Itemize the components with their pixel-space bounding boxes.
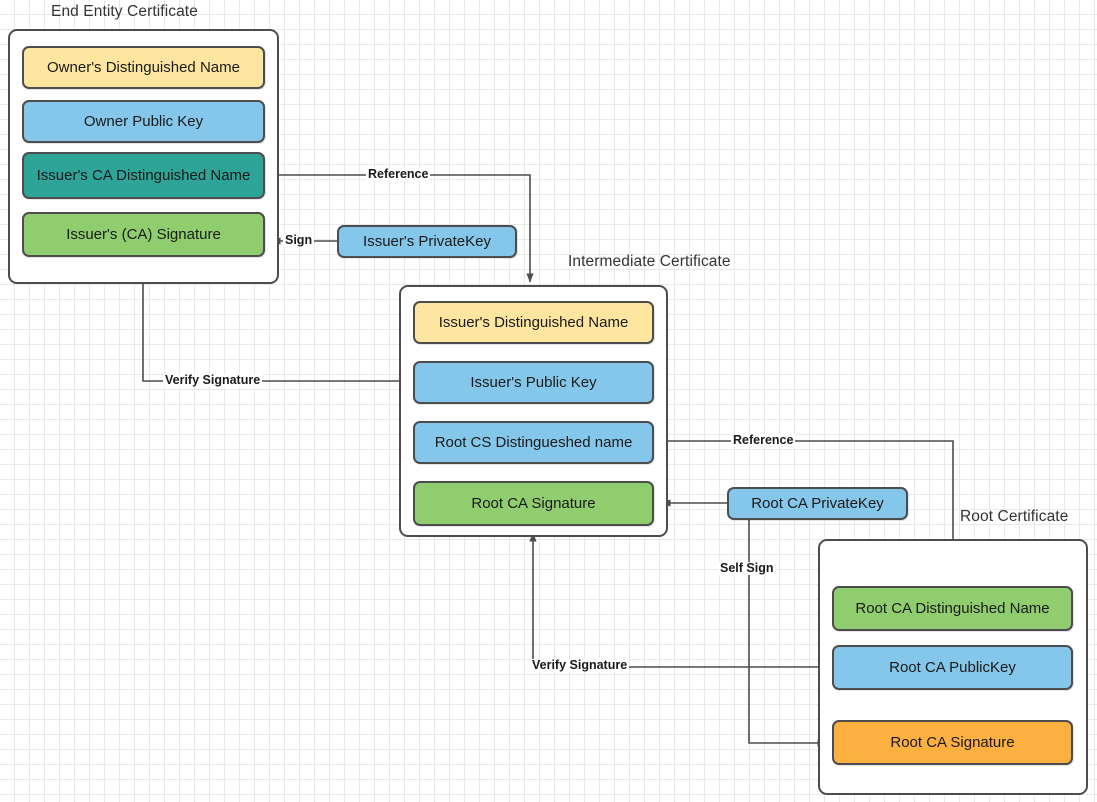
field-root-ca-signature-intermediate-label: Root CA Signature bbox=[471, 494, 596, 512]
field-root-ca-dn[interactable]: Root CA Distinguished Name bbox=[832, 586, 1073, 631]
cert-title-end-entity: End Entity Certificate bbox=[51, 3, 198, 20]
key-issuer-private-key[interactable]: Issuer's PrivateKey bbox=[337, 225, 517, 258]
key-issuer-private-key-label: Issuer's PrivateKey bbox=[363, 232, 491, 250]
field-owner-dn-label: Owner's Distinguished Name bbox=[47, 58, 240, 76]
field-owner-public-key[interactable]: Owner Public Key bbox=[22, 100, 265, 143]
edge-label-self-sign: Self Sign bbox=[718, 561, 776, 575]
field-root-ca-signature-label: Root CA Signature bbox=[890, 733, 1015, 751]
field-root-ca-signature[interactable]: Root CA Signature bbox=[832, 720, 1073, 765]
field-issuer-ca-signature-label: Issuer's (CA) Signature bbox=[66, 225, 221, 243]
field-issuer-dn[interactable]: Issuer's Distinguished Name bbox=[413, 301, 654, 344]
connector-self-sign-root bbox=[748, 520, 827, 747]
field-issuer-ca-dn[interactable]: Issuer's CA Distinguished Name bbox=[22, 152, 265, 199]
connector-verify-signature-intermediate bbox=[529, 532, 832, 668]
field-issuer-ca-dn-label: Issuer's CA Distinguished Name bbox=[36, 166, 251, 184]
edge-label-verify-signature-intermediate: Verify Signature bbox=[530, 658, 630, 672]
edge-label-verify-signature-end-entity: Verify Signature bbox=[163, 373, 263, 387]
field-issuer-public-key[interactable]: Issuer's Public Key bbox=[413, 361, 654, 404]
key-root-ca-private-key-label: Root CA PrivateKey bbox=[751, 494, 884, 512]
field-root-ca-dn-label: Root CA Distinguished Name bbox=[855, 599, 1050, 617]
field-root-ca-signature-intermediate[interactable]: Root CA Signature bbox=[413, 481, 654, 526]
edge-label-reference-end-to-intermediate: Reference bbox=[366, 167, 431, 181]
edge-label-reference-intermediate-to-root: Reference bbox=[731, 433, 796, 447]
field-root-cs-dn[interactable]: Root CS Distingueshed name bbox=[413, 421, 654, 464]
field-owner-dn[interactable]: Owner's Distinguished Name bbox=[22, 46, 265, 89]
field-root-ca-public-key[interactable]: Root CA PublicKey bbox=[832, 645, 1073, 690]
field-issuer-ca-signature[interactable]: Issuer's (CA) Signature bbox=[22, 212, 265, 257]
field-issuer-dn-label: Issuer's Distinguished Name bbox=[438, 313, 629, 331]
field-root-cs-dn-label: Root CS Distingueshed name bbox=[434, 433, 633, 451]
field-root-ca-public-key-label: Root CA PublicKey bbox=[889, 658, 1016, 676]
field-issuer-public-key-label: Issuer's Public Key bbox=[470, 373, 597, 391]
edge-label-sign: Sign bbox=[283, 233, 315, 247]
key-root-ca-private-key[interactable]: Root CA PrivateKey bbox=[727, 487, 908, 520]
cert-title-intermediate: Intermediate Certificate bbox=[568, 253, 731, 270]
cert-title-root: Root Certificate bbox=[960, 508, 1069, 525]
field-owner-public-key-label: Owner Public Key bbox=[83, 112, 204, 130]
